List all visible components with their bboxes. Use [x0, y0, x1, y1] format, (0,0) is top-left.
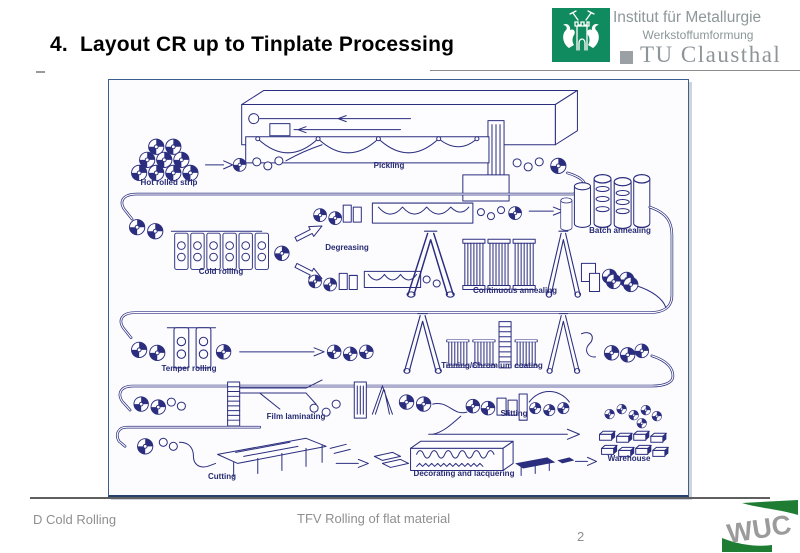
- arrow-to-warehouse-upper: [428, 415, 580, 440]
- decorating-line: [373, 440, 575, 476]
- footer-course-title: TFV Rolling of flat material: [297, 511, 451, 526]
- process-diagram-image: Hot rolled strip Pickling Cold rolling D…: [108, 79, 689, 497]
- cold-rolling-mill: [129, 219, 325, 285]
- label-cutting: Cutting: [208, 472, 236, 481]
- slide-title: 4. Layout CR up to Tinplate Processing: [50, 33, 455, 56]
- university-name: TU Clausthal: [640, 42, 782, 67]
- slit-coil-stack: [604, 404, 662, 429]
- label-warehouse: Warehouse: [607, 454, 651, 463]
- film-laminating-line: [133, 379, 432, 427]
- header-divider: [430, 70, 800, 71]
- batch-annealing-furnaces: [560, 174, 651, 288]
- institute-name: Institut für Metallurgie: [613, 9, 762, 26]
- pickling-line: [241, 89, 578, 202]
- warehouse-pallets: [599, 430, 669, 457]
- connector-film-to-slitting: [432, 402, 468, 414]
- cutting-line: [137, 437, 351, 477]
- temper-rolling-mill: [131, 327, 374, 369]
- arrow-to-decorating: [335, 458, 369, 468]
- tu-clausthal-crest-logo: [552, 8, 610, 62]
- crest-icon: [563, 10, 599, 51]
- continuous-annealing-line: [308, 230, 639, 298]
- hot-rolled-strip-coils: [131, 138, 323, 182]
- crest-lion-right: [587, 23, 599, 48]
- label-slitting: Slitting: [500, 409, 528, 418]
- label-batch-annealing: Batch annealing: [589, 226, 651, 235]
- label-degreasing: Degreasing: [325, 243, 369, 252]
- arrow-to-warehouse: [574, 456, 598, 466]
- label-decorating-lacquering: Decorating and lacquering: [413, 469, 515, 478]
- footer-divider: [30, 497, 770, 499]
- slitting-line: [465, 391, 570, 421]
- label-film-laminating: Film laminating: [266, 412, 326, 421]
- wuc-logo-icon: WUC: [722, 500, 798, 552]
- footer-department: D Cold Rolling: [33, 512, 117, 527]
- label-hot-rolled-strip: Hot rolled strip: [140, 178, 198, 187]
- page-number: 2: [577, 529, 585, 544]
- strip-spur: [635, 284, 667, 309]
- label-tinning-chromium-coating: Tinning/Chromium coating: [441, 361, 543, 370]
- tu-bullet-square: [620, 51, 633, 64]
- institute-department: Werkstoffumformung: [642, 28, 754, 42]
- label-pickling: Pickling: [373, 161, 405, 170]
- label-continuous-annealing: Continuous annealing: [473, 286, 557, 295]
- wuc-logo: WUC: [722, 500, 798, 552]
- degreasing-line: [313, 202, 564, 225]
- label-cold-rolling: Cold rolling: [198, 267, 244, 276]
- process-diagram-art: [116, 89, 675, 477]
- label-temper-rolling: Temper rolling: [161, 364, 217, 373]
- crest-lion-left: [563, 23, 575, 48]
- wuc-logo-text: WUC: [725, 509, 793, 549]
- tinning-line: [403, 313, 650, 374]
- left-tick-mark: [36, 71, 45, 73]
